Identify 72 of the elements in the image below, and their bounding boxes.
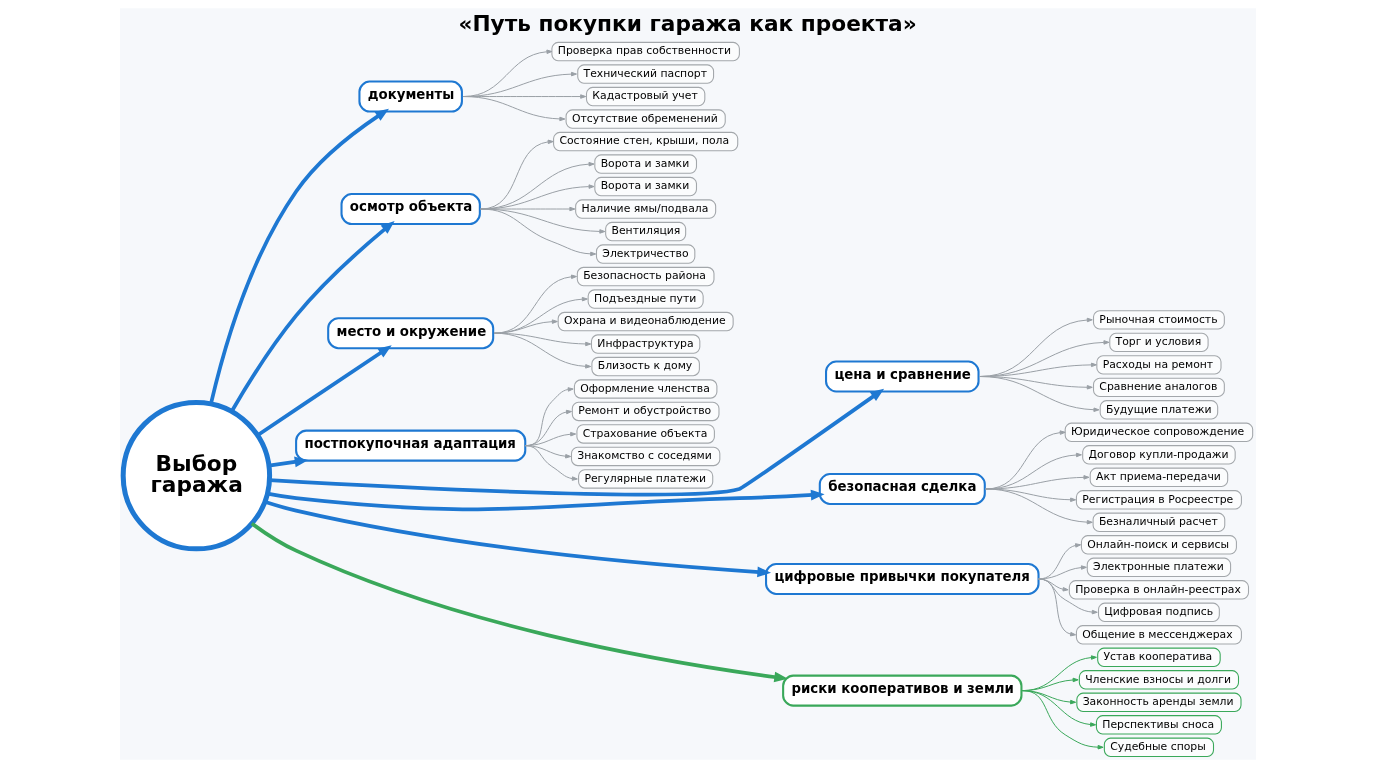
arrow — [493, 274, 577, 334]
arrow — [267, 489, 825, 512]
node-box: Кадастровый учет — [585, 86, 706, 107]
node-box: Безопасность района — [576, 266, 715, 287]
arrow — [1038, 565, 1087, 580]
arrow — [480, 208, 597, 257]
arrow — [209, 108, 389, 405]
arrow — [269, 388, 885, 497]
arrow — [493, 332, 592, 369]
node-box: Устав кооператива — [1097, 647, 1221, 667]
node-box: Электронные платежи — [1086, 557, 1232, 577]
node-box: Рыночная стоимость — [1093, 310, 1225, 330]
node-box: Страхование объекта — [576, 424, 715, 444]
node-box: Оформление членства — [573, 379, 718, 399]
node-box: Ремонт и обустройство — [571, 401, 720, 422]
node-box: Законность аренды земли — [1076, 692, 1242, 712]
node-box: Проверка в онлайн-реестрах — [1068, 580, 1250, 600]
arrow — [230, 221, 395, 413]
arrow — [1038, 543, 1082, 580]
node-box: Общение в мессенджерах — [1075, 625, 1242, 645]
node-box: Торг и условия — [1109, 332, 1209, 353]
node-box: документы — [358, 80, 463, 113]
arrow — [524, 445, 578, 481]
node-box: постпокупочная адаптация — [295, 429, 527, 462]
node-box: Регистрация в Росреестре — [1075, 490, 1242, 510]
diagram-title: «Путь покупки гаража как проекта» — [458, 11, 917, 37]
node-box: Членские взносы и долги — [1078, 670, 1240, 690]
arrow — [493, 319, 558, 334]
node-box: Регулярные платежи — [578, 469, 714, 489]
arrow — [1038, 578, 1077, 637]
node-box: Охрана и видеонаблюдение — [557, 311, 734, 332]
node-box: осмотр объекта — [340, 193, 481, 226]
arrow — [493, 296, 588, 334]
arrow — [1038, 578, 1098, 615]
node-box: Проверка прав собственности — [551, 41, 740, 62]
node-box: Цифровая подпись — [1098, 602, 1220, 622]
node-box: Вентиляция — [605, 221, 687, 242]
node-box: Состояние стен, крыши, пола — [553, 131, 739, 152]
node-box: место и окружение — [327, 317, 495, 350]
node-box: Безналичный расчет — [1092, 512, 1226, 532]
node-box: риски кооперативов и земли — [782, 674, 1023, 707]
node-box: цифровые привычки покупателя — [765, 562, 1040, 595]
node-box: Наличие ямы/подвала — [575, 199, 717, 219]
node-box: Подъездные пути — [587, 289, 704, 309]
node-box: Будущие платежи — [1099, 400, 1219, 420]
node-box: Юридическое сопровождение — [1064, 422, 1254, 443]
node-box: Акт приема-передачи — [1089, 467, 1229, 488]
node-box: Судебные споры — [1103, 737, 1215, 757]
node-circle: Выбор гаража — [120, 399, 273, 552]
node-box: Онлайн-поиск и сервисы — [1080, 535, 1237, 555]
arrow — [256, 345, 392, 437]
node-box: цена и сравнение — [825, 360, 980, 393]
node-box: Близость к дому — [591, 356, 700, 377]
node-box: Ворота и замки — [594, 176, 697, 197]
arrow — [1021, 690, 1104, 750]
node-box: Ворота и замки — [594, 154, 697, 174]
node-box: Технический паспорт — [577, 64, 715, 84]
node-box: Знакомство с соседями — [570, 446, 721, 467]
arrow — [462, 96, 566, 122]
node-box: Перспективы сноса — [1095, 715, 1222, 735]
arrow — [268, 456, 309, 468]
arrow — [250, 521, 788, 683]
node-box: Электричество — [595, 244, 696, 264]
node-box: Расходы на ремонт — [1096, 355, 1222, 375]
node-box: Договор купли-продажи — [1082, 445, 1236, 465]
node-box: безопасная сделка — [818, 472, 986, 506]
node-box: Сравнение аналогов — [1093, 377, 1225, 398]
node-box: Отсутствие обременений — [565, 109, 726, 129]
arrow — [264, 500, 772, 578]
arrow — [979, 376, 1100, 412]
node-box: Инфраструктура — [590, 334, 701, 354]
arrow — [985, 488, 1093, 525]
